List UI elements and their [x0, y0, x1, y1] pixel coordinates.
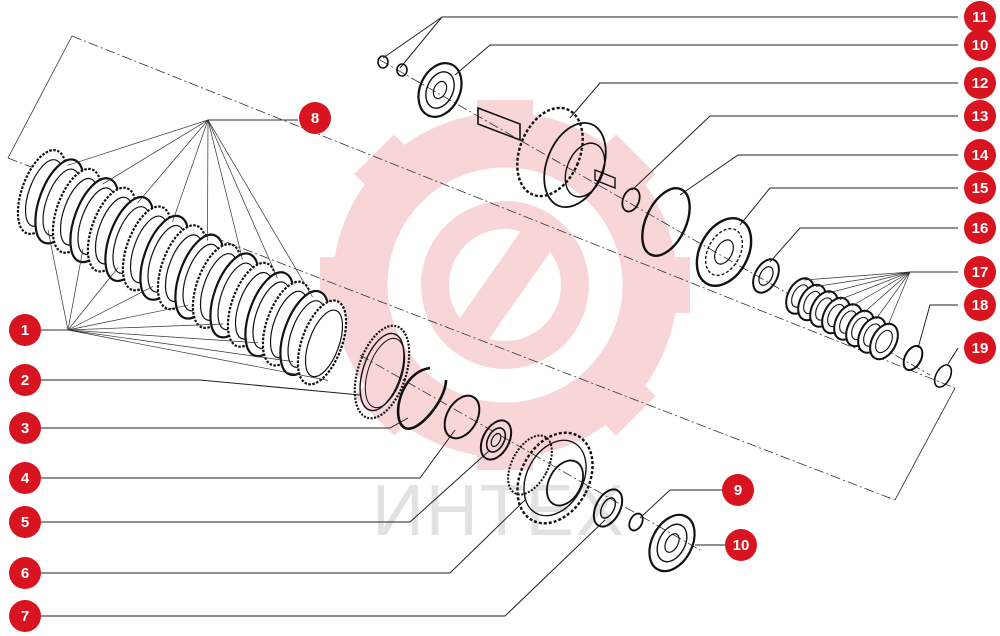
callout-18: 18: [964, 289, 996, 321]
callout-13: 13: [964, 100, 996, 132]
callout-label: 19: [972, 340, 989, 357]
callout-label: 3: [21, 420, 29, 437]
callout-16: 16: [964, 212, 996, 244]
callout-label: 10: [972, 37, 989, 54]
callout-6: 6: [9, 557, 41, 589]
part-2-ring-gear: [353, 324, 411, 420]
part-14-snap-ring: [641, 187, 691, 257]
callout-label: 8: [311, 110, 319, 127]
leader-10-upper: [454, 44, 958, 76]
clutch-disc-stack: [16, 148, 348, 386]
leader-5: [40, 449, 491, 523]
callout-label: 16: [972, 220, 989, 237]
callout-label: 17: [972, 264, 989, 281]
callout-label: 4: [21, 470, 30, 487]
callout-label: 15: [972, 180, 989, 197]
leader-14: [679, 154, 958, 196]
callout-1: 1: [9, 314, 41, 346]
callout-7: 7: [9, 600, 41, 632]
leader-9: [639, 489, 722, 519]
part-5-bearing: [479, 419, 513, 461]
leader-2: [40, 379, 361, 396]
leader-12: [569, 82, 958, 119]
callout-17: 17: [964, 256, 996, 288]
part-18-ring: [902, 344, 924, 372]
leader-11b: [382, 16, 443, 59]
part-6-gear: [507, 431, 594, 525]
callout-label: 10: [733, 537, 750, 554]
leader-16: [769, 227, 958, 263]
watermark-text: ИНТЕХ: [372, 471, 626, 551]
leader-17-fan: [803, 271, 958, 326]
callout-label: 7: [21, 608, 29, 625]
small-disc: [869, 322, 899, 361]
callout-label: 18: [972, 297, 989, 314]
callout-label: 1: [21, 322, 29, 339]
leader-18: [917, 304, 958, 349]
callout-label: 11: [972, 9, 988, 26]
callout-11: 11: [964, 1, 996, 33]
callout-15: 15: [964, 172, 996, 204]
part-10-upper-bearing: [417, 62, 463, 118]
callout-label: 12: [972, 75, 989, 92]
callout-label: 13: [972, 108, 989, 125]
leader-19: [947, 347, 959, 365]
part-17-disc-stack: [785, 277, 899, 361]
part-15-bearing: [695, 217, 753, 287]
part-12-shaft-gear: [477, 106, 616, 209]
leader-3: [40, 417, 409, 429]
callout-label: 2: [21, 372, 29, 389]
callout-label: 5: [21, 514, 29, 531]
clutch-disc: [296, 299, 348, 386]
callout-label: 14: [972, 147, 989, 164]
leader-6: [40, 499, 526, 574]
part-19-ring: [933, 364, 953, 388]
callout-4: 4: [9, 462, 41, 494]
part-9-circlip: [628, 512, 644, 532]
leader-15: [739, 187, 958, 226]
callout-10: 10: [725, 529, 757, 561]
leader-4: [40, 429, 456, 479]
part-16-washer: [752, 258, 780, 294]
callout-9: 9: [722, 474, 754, 506]
callout-14: 14: [964, 139, 996, 171]
leader-8-fan: [67, 119, 313, 298]
callout-10: 10: [964, 29, 996, 61]
callout-label: 6: [21, 565, 29, 582]
callout-3: 3: [9, 412, 41, 444]
part-3-snap-ring: [396, 366, 448, 430]
leader-11a: [399, 16, 958, 69]
part-11-clips: [377, 55, 408, 77]
leader-lines: [40, 16, 959, 617]
callout-8: 8: [299, 102, 331, 134]
leader-1-fan: [40, 229, 329, 381]
leader-13: [631, 115, 958, 191]
part-13-o-ring: [621, 187, 641, 213]
watermark-gear-logo: [320, 100, 690, 470]
callout-5: 5: [9, 506, 41, 538]
callout-19: 19: [964, 332, 996, 364]
leader-7: [40, 519, 606, 617]
part-10-lower-bearing: [648, 513, 696, 573]
callout-12: 12: [964, 67, 996, 99]
callout-label: 9: [734, 482, 742, 499]
callout-2: 2: [9, 364, 41, 396]
